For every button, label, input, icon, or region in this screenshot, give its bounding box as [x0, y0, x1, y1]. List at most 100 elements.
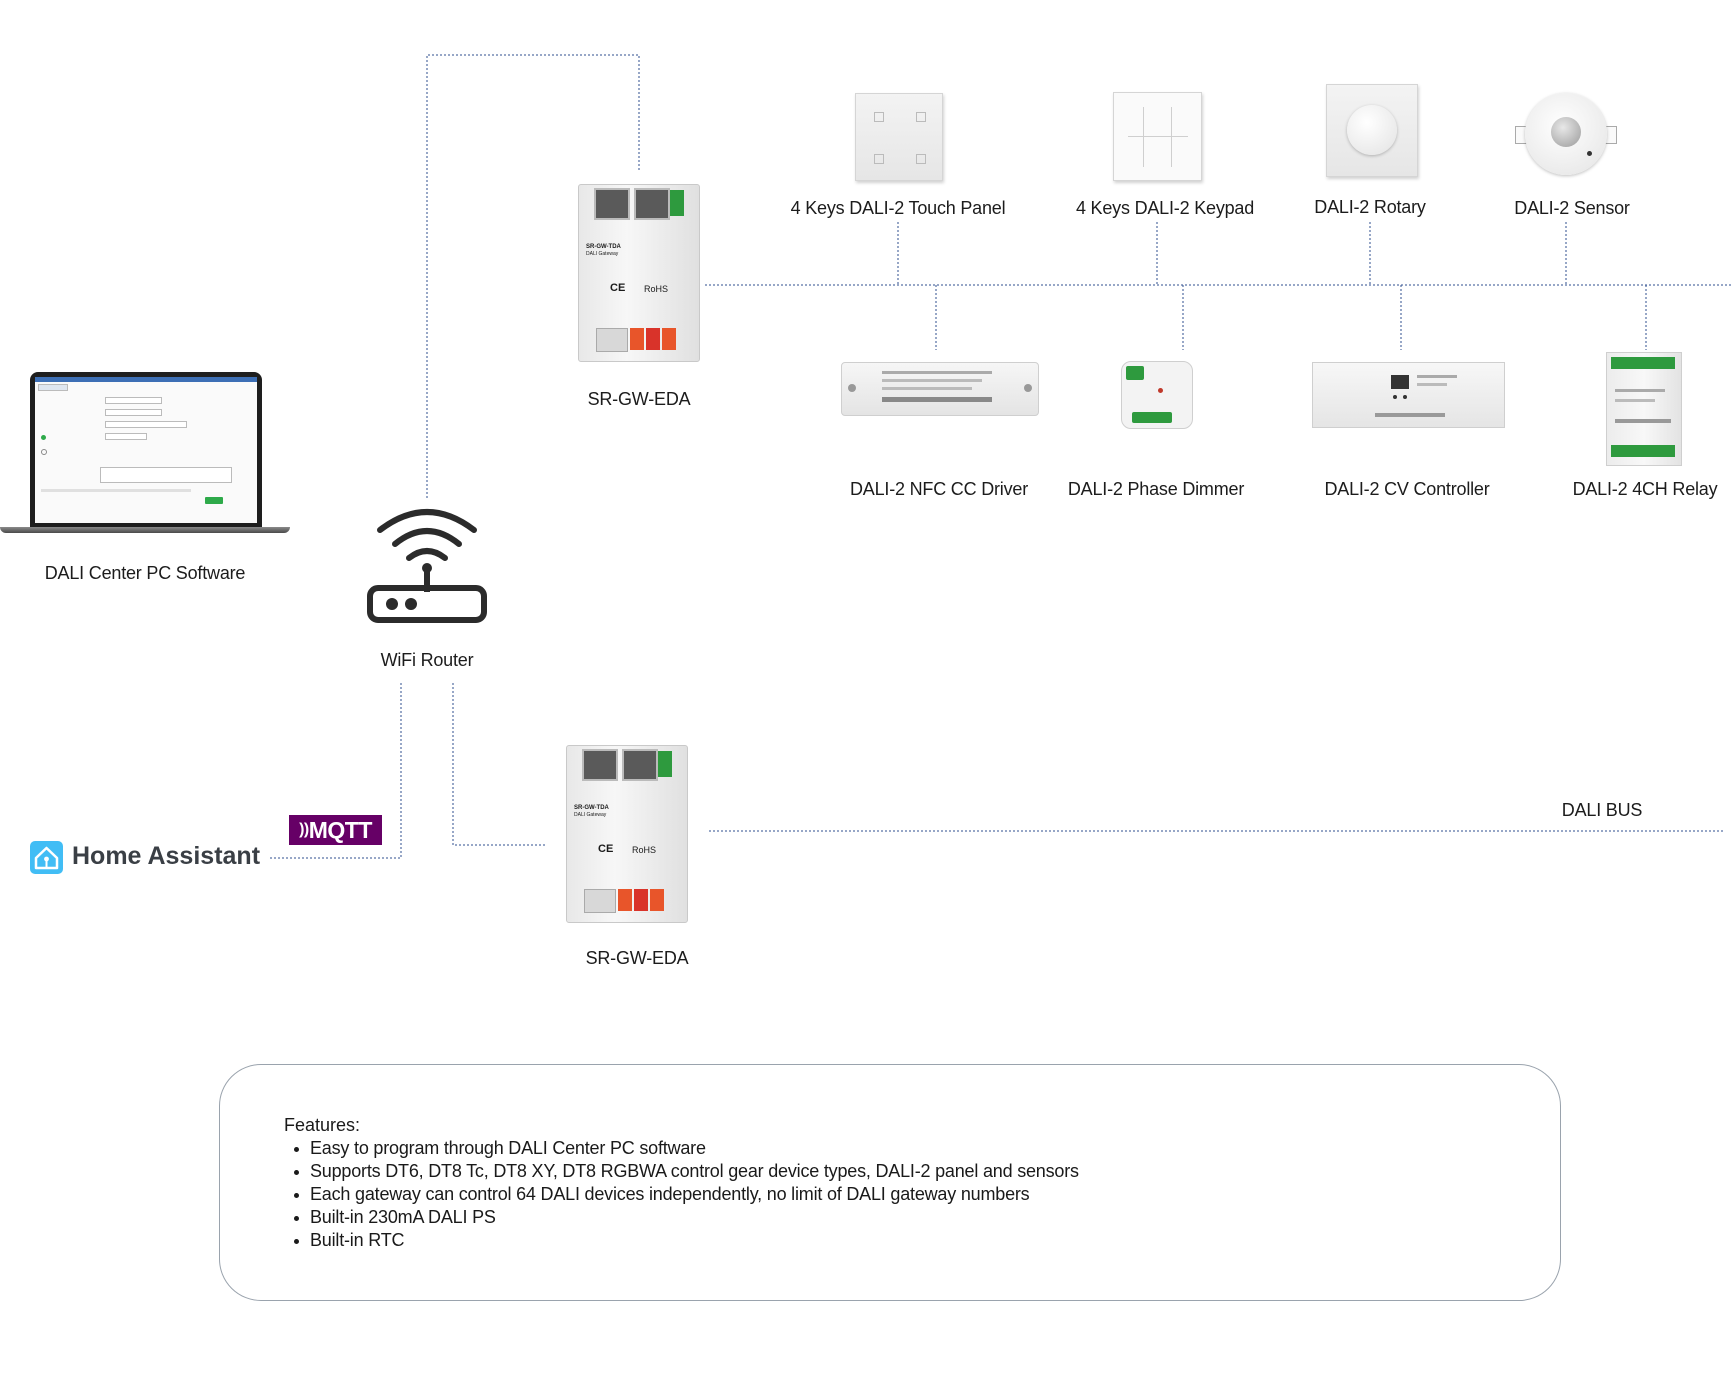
- mount-hole: [848, 384, 856, 392]
- home-assistant-label: Home Assistant: [72, 842, 261, 870]
- gateway-bottom-label: SR-GW-EDA: [585, 948, 689, 968]
- command-field: [105, 421, 187, 428]
- type-field: [105, 409, 162, 416]
- spec-text-line: [1375, 413, 1445, 417]
- feature-item: Built-in RTC: [294, 1229, 1079, 1252]
- spec-text-line: [882, 397, 992, 402]
- ethernet-port-2: [634, 188, 670, 220]
- terminal-grey: [596, 328, 628, 352]
- features-title: Features:: [284, 1115, 361, 1135]
- dimmer-led: [1158, 388, 1163, 393]
- controller-led: [1393, 395, 1397, 399]
- spec-text-line: [1615, 419, 1671, 423]
- relay: [1606, 352, 1682, 466]
- spec-text-line: [882, 371, 992, 374]
- ce-mark: CE: [610, 282, 626, 294]
- touch-panel: [855, 93, 943, 181]
- features-box: Features: Easy to program through DALI C…: [219, 1064, 1561, 1301]
- gateway-sub-text: DALI Gateway: [586, 251, 619, 257]
- link-router-gateway-bottom: [452, 683, 545, 846]
- laptop-base: [0, 527, 290, 533]
- touch-key: [874, 154, 884, 164]
- gateway-model-text: SR-GW-TDA: [574, 805, 609, 811]
- controller-display: [1391, 375, 1409, 389]
- terminal-orange-2: [650, 889, 664, 911]
- cv-controller: [1312, 362, 1505, 428]
- dimmer-terminal-top: [1126, 366, 1144, 380]
- controller-led: [1403, 395, 1407, 399]
- rotary-knob: [1347, 105, 1397, 155]
- touch-panel-label: 4 Keys DALI-2 Touch Panel: [790, 198, 1006, 218]
- radio-selected: [41, 435, 46, 440]
- sensor-dot: [1587, 151, 1592, 156]
- rotary: [1326, 84, 1418, 177]
- phase-dimmer-label: DALI-2 Phase Dimmer: [1067, 479, 1245, 499]
- relay-terminal-bottom: [1611, 445, 1675, 457]
- home-assistant-icon: [30, 841, 63, 874]
- cv-controller-label: DALI-2 CV Controller: [1324, 479, 1490, 499]
- gateway-model-text: SR-GW-TDA: [586, 244, 621, 250]
- sensor-label: DALI-2 Sensor: [1514, 198, 1630, 218]
- laptop: [0, 370, 290, 536]
- touch-key: [874, 112, 884, 122]
- touch-key: [916, 154, 926, 164]
- keypad: [1113, 92, 1202, 181]
- sensor: [1515, 93, 1617, 177]
- gateway-bottom: SR-GW-TDA DALI Gateway CE RoHS: [566, 737, 688, 927]
- ethernet-port-1: [582, 749, 618, 781]
- terminal-orange: [618, 889, 632, 911]
- terminal-red: [646, 328, 660, 350]
- dali-bus-label: DALI BUS: [1561, 800, 1643, 820]
- feature-item: Supports DT6, DT8 Tc, DT8 XY, DT8 RGBWA …: [294, 1161, 1079, 1181]
- terminal-green: [670, 190, 684, 216]
- key-divider: [1143, 107, 1144, 167]
- dimmer-terminal-bottom: [1132, 412, 1172, 423]
- status-row: [41, 489, 191, 492]
- key-divider: [1128, 136, 1188, 137]
- spec-text-line: [1417, 375, 1457, 378]
- keypad-label: 4 Keys DALI-2 Keypad: [1075, 198, 1255, 218]
- rohs-mark: RoHS: [644, 284, 669, 294]
- gateway-top: SR-GW-TDA DALI Gateway CE RoHS: [578, 176, 700, 366]
- touch-key: [916, 112, 926, 122]
- ethernet-port-1: [594, 188, 630, 220]
- relay-label: DALI-2 4CH Relay: [1572, 479, 1718, 499]
- rotary-label: DALI-2 Rotary: [1314, 197, 1426, 217]
- window-tab: [38, 384, 68, 391]
- feature-item: Each gateway can control 64 DALI devices…: [294, 1183, 1079, 1206]
- address-field: [105, 397, 162, 404]
- spec-text-line: [1417, 383, 1447, 386]
- terminal-orange-2: [662, 328, 676, 350]
- wifi-router-icon: [367, 509, 487, 623]
- gateway-top-label: SR-GW-EDA: [587, 389, 691, 409]
- mount-hole: [1024, 384, 1032, 392]
- gateway-sub-text: DALI Gateway: [574, 812, 607, 818]
- window-titlebar: [35, 377, 257, 382]
- link-router-gateway-top: [426, 54, 640, 498]
- feature-item: Built-in 230mA DALI PS: [294, 1206, 1079, 1229]
- terminal-grey: [584, 889, 616, 913]
- spec-text-line: [882, 379, 982, 382]
- mqtt-badge: ))MQTT: [289, 815, 382, 845]
- param-field: [105, 433, 147, 440]
- laptop-screen: [30, 372, 262, 527]
- pc-software-label: DALI Center PC Software: [44, 563, 246, 583]
- result-box: [100, 467, 232, 483]
- software-window: [35, 377, 257, 523]
- cc-driver-label: DALI-2 NFC CC Driver: [849, 479, 1029, 499]
- terminal-red: [634, 889, 648, 911]
- ethernet-port-2: [622, 749, 658, 781]
- radio: [41, 449, 47, 455]
- mqtt-signal-icon: )): [299, 821, 309, 838]
- key-divider: [1171, 107, 1172, 167]
- features-list: Easy to program through DALI Center PC s…: [294, 1137, 1079, 1252]
- feature-item: Easy to program through DALI Center PC s…: [294, 1137, 1079, 1160]
- send-button: [205, 497, 223, 504]
- ce-mark: CE: [598, 843, 614, 855]
- rohs-mark: RoHS: [632, 845, 657, 855]
- terminal-orange: [630, 328, 644, 350]
- terminal-green: [658, 751, 672, 777]
- sensor-lens: [1551, 117, 1581, 147]
- relay-terminal-top: [1611, 357, 1675, 369]
